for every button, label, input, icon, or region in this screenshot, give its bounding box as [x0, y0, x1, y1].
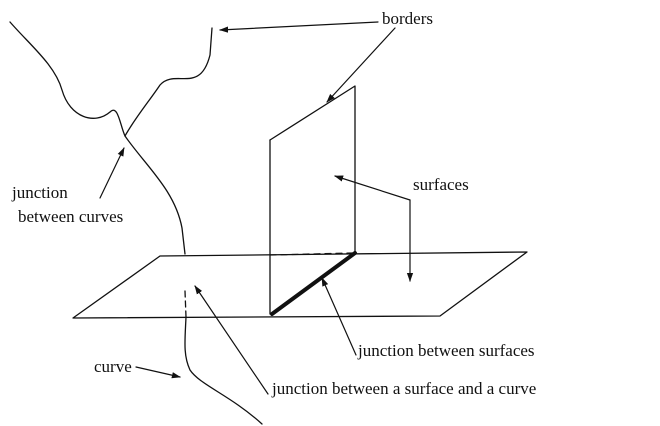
arrow-curve: [135, 366, 181, 379]
horizontal-surface: [72, 251, 528, 319]
label-surfaces: surfaces: [413, 175, 469, 194]
label-borders: borders: [382, 9, 433, 28]
label-junction-curves-line2: between curves: [18, 207, 124, 226]
main-curve-hidden: [184, 290, 187, 318]
label-curve: curve: [94, 357, 132, 376]
upper-curve: [9, 21, 213, 137]
arrow-surfaces-vertical: [334, 175, 411, 201]
main-curve-lower: [184, 316, 263, 425]
vertical-surface: [269, 85, 356, 253]
arrow-borders-top: [219, 21, 379, 33]
arrow-borders-surface: [326, 27, 396, 103]
main-curve: [124, 135, 186, 255]
label-junction-surfaces: junction between surfaces: [358, 341, 535, 360]
label-junction-curves-line1: junction: [12, 183, 68, 202]
surface-junction-line: [270, 251, 357, 316]
label-junction-curves: junction between curves: [12, 184, 123, 225]
arrow-junction-surface-curve: [194, 285, 269, 395]
arrow-junction-curves: [99, 147, 125, 199]
vertical-surface-hidden-edge: [269, 252, 356, 256]
label-junction-surface-curve: junction between a surface and a curve: [272, 379, 537, 398]
arrow-junction-surfaces: [321, 277, 357, 356]
